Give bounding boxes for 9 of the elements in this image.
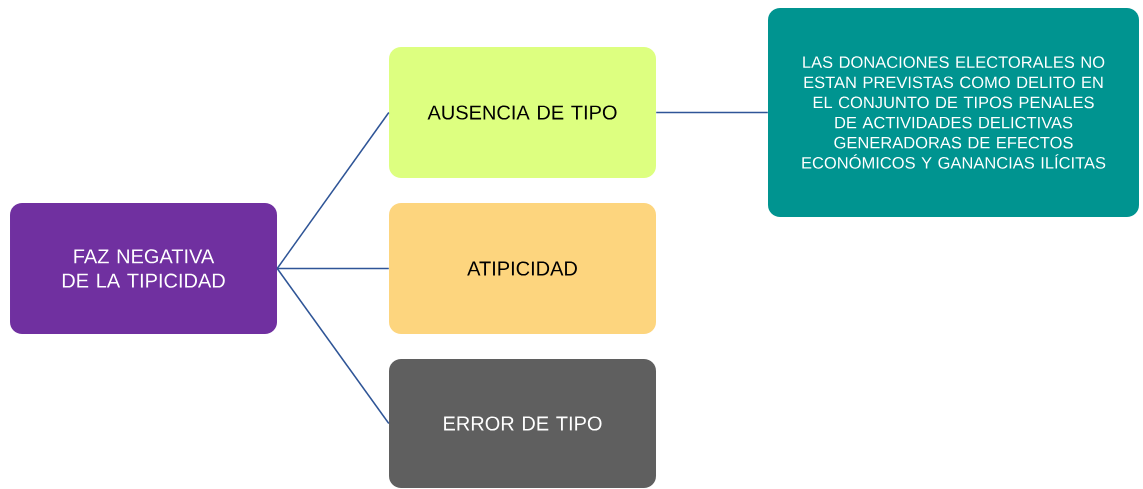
process-box: ATIPICIDAD — [389, 203, 656, 334]
process-box: ERROR DE TIPO — [389, 359, 656, 488]
connector-line — [276, 267, 390, 425]
process-box: AUSENCIA DE TIPO — [389, 47, 656, 178]
connector-line — [655, 111, 769, 114]
process-box: FAZ NEGATIVA DE LA TIPICIDAD — [10, 203, 277, 334]
connector-line — [276, 267, 390, 270]
connector-line — [276, 111, 390, 270]
process-box: LAS DONACIONES ELECTORALES NO ESTAN PREVISTAS COMO DELITO EN EL CONJUNTO DE TIPOS PENALES DE ACTIVIDADES DELICTIVAS GENERADORAS DE EFECTOS ECONÓMICOS Y GANANCIAS ILÍCITAS — [768, 8, 1139, 217]
